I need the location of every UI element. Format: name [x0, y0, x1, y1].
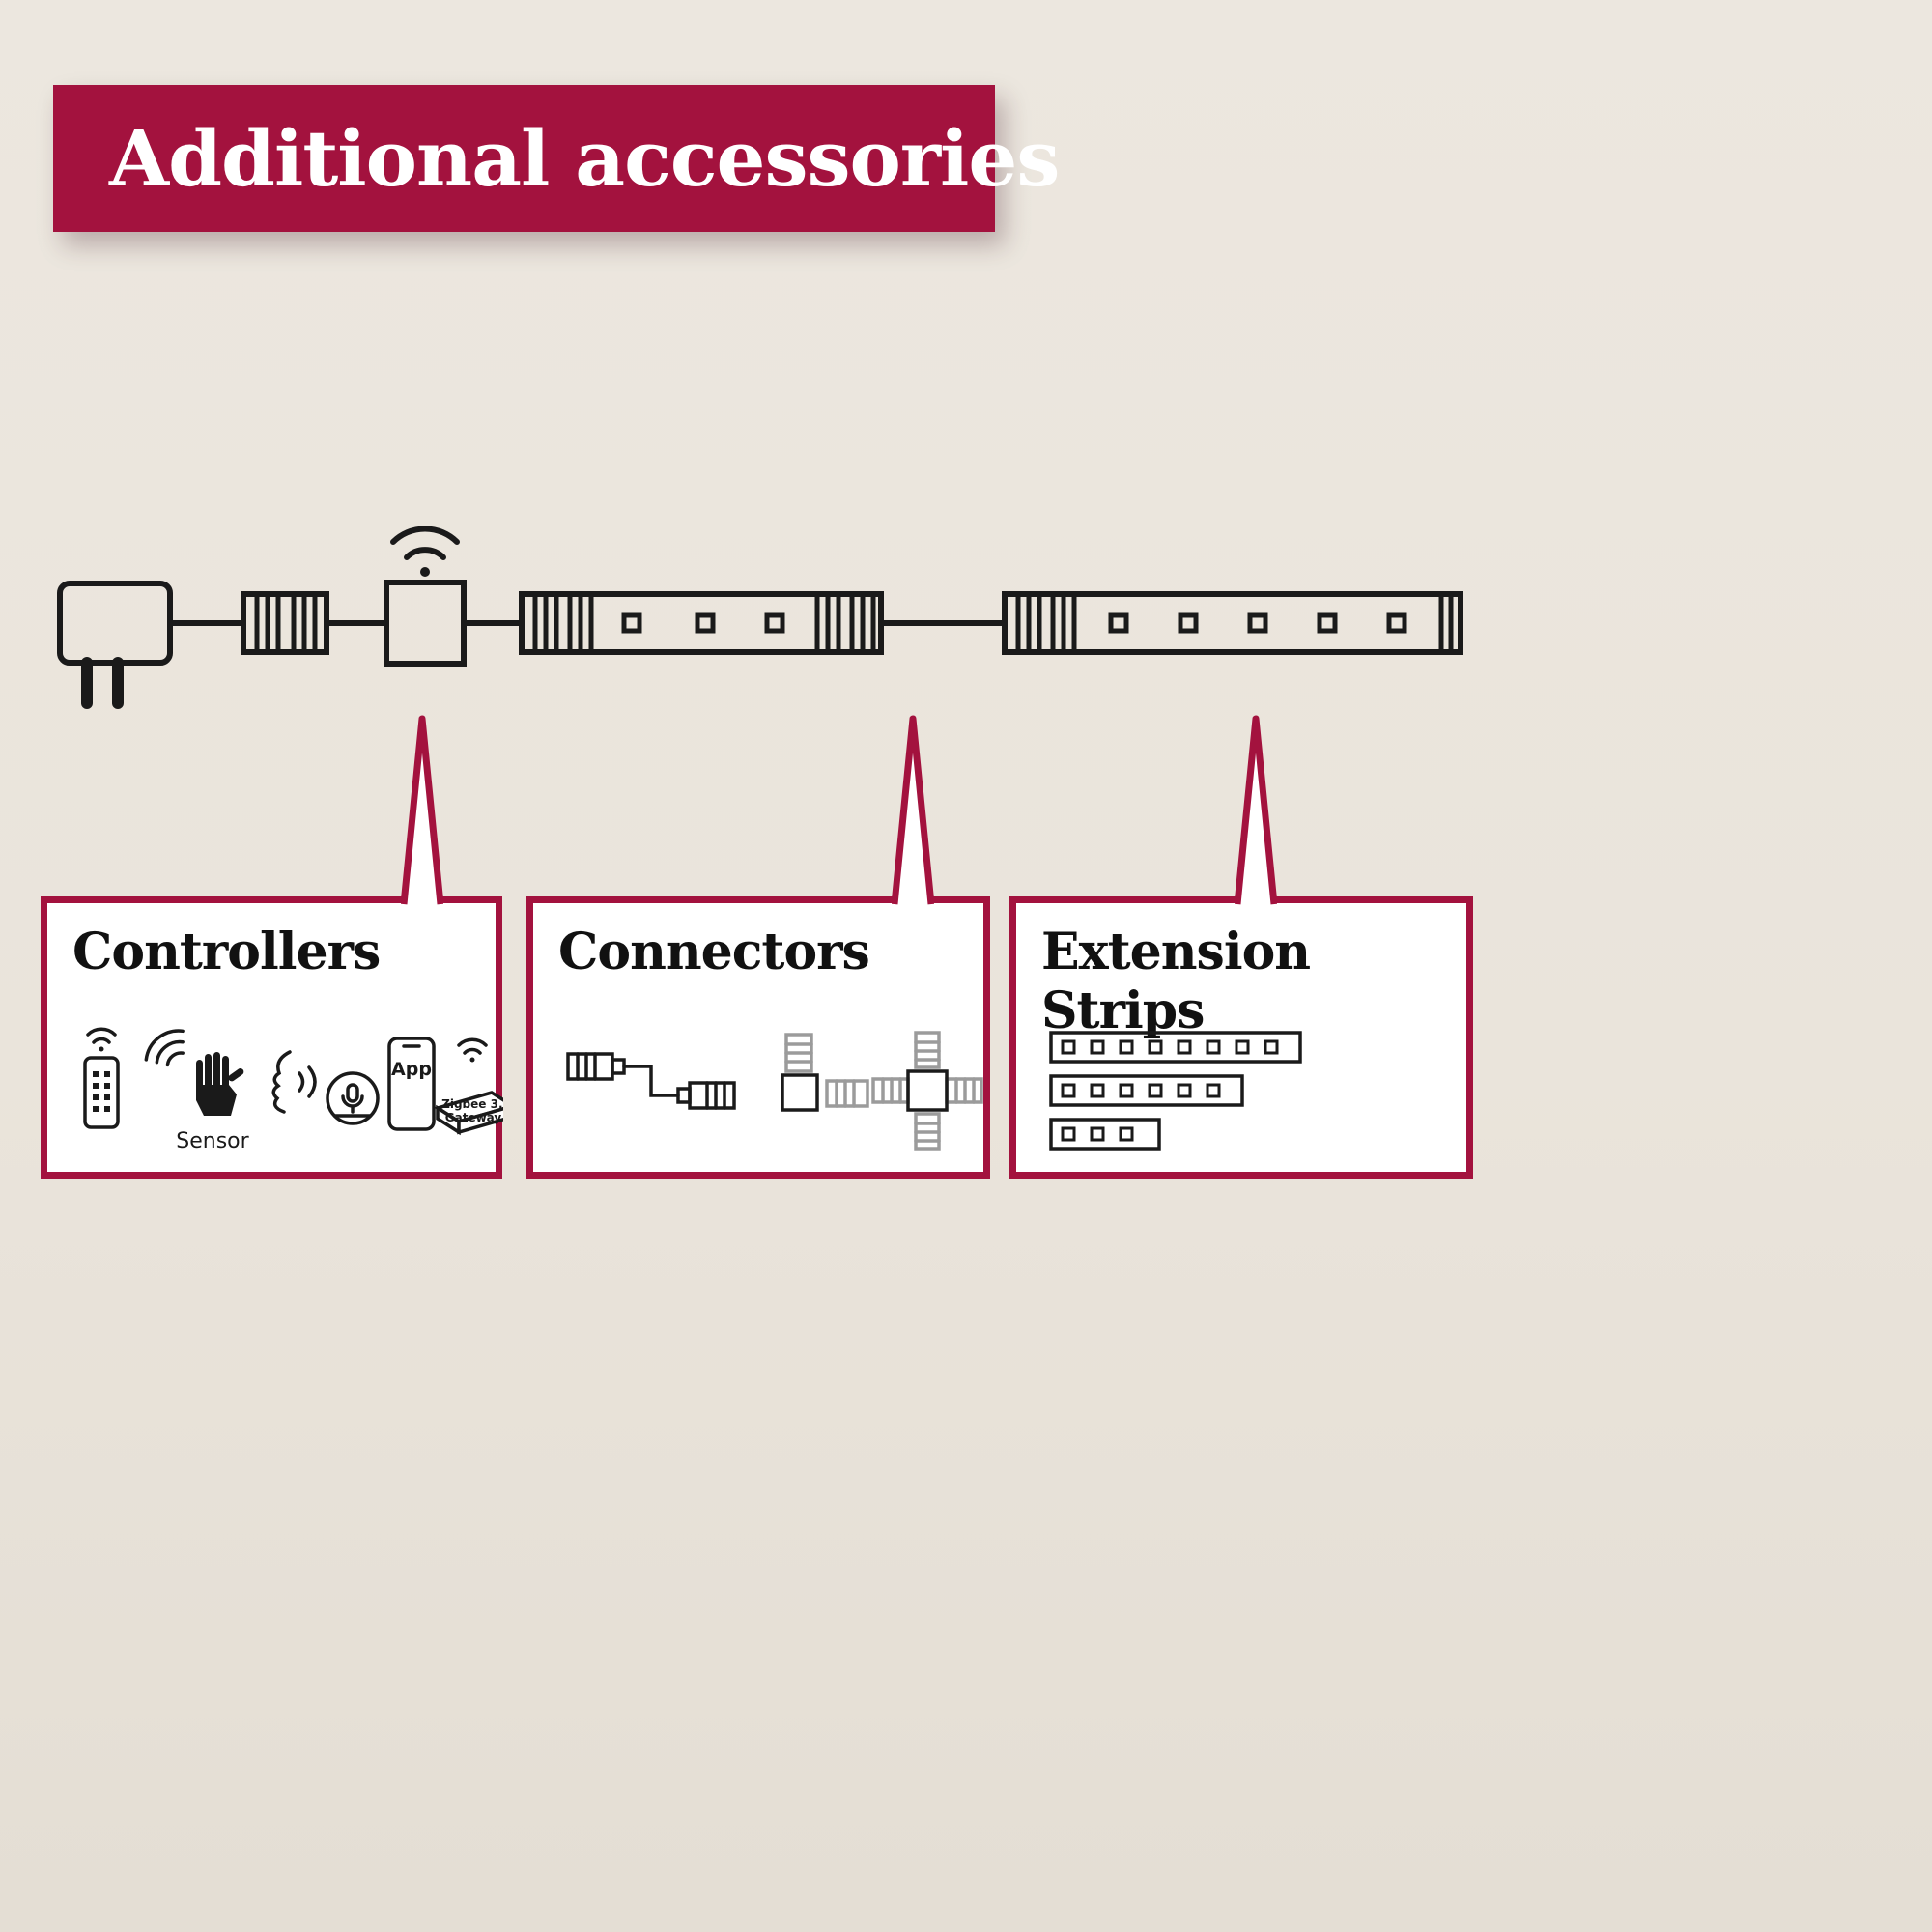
extension-strip-icon — [1049, 1074, 1244, 1107]
panel-controllers-title: Controllers — [72, 923, 381, 981]
callout-pointer — [892, 715, 934, 905]
hand-icon — [196, 1052, 244, 1116]
extension-strip-icon — [1049, 1031, 1302, 1064]
smart-speaker-icon — [326, 1071, 380, 1125]
panel-controllers: Controllers — [41, 896, 503, 1179]
banner: Additional accessories — [53, 85, 1060, 232]
voice-control-icon — [271, 1050, 380, 1125]
cross-connector-icon — [871, 1031, 983, 1151]
cable-connector-icon — [566, 1052, 736, 1110]
extension-strip-icon — [1049, 1118, 1161, 1151]
page-title: Additional accessories — [109, 113, 1060, 204]
panel-extension-strips-title: Extension Strips — [1041, 923, 1311, 1040]
remote-control-icon — [83, 1027, 120, 1129]
sensor-waves-icon — [144, 1029, 185, 1067]
callout-pointer — [401, 715, 443, 905]
callout-pointer — [1235, 715, 1277, 905]
led-strip-icon — [1002, 591, 1463, 655]
setup-diagram — [57, 526, 1463, 709]
extension-strips-icons — [1049, 1031, 1302, 1151]
sensor-label: Sensor — [176, 1129, 249, 1153]
wifi-icon — [457, 1037, 488, 1063]
gateway-label-line1: Zigbee 3.0 — [441, 1097, 503, 1111]
power-plug-icon — [57, 581, 173, 709]
corner-connector-icon — [781, 1033, 869, 1112]
motion-sensor-icon: Sensor — [144, 1029, 250, 1153]
app-label: App — [391, 1059, 432, 1080]
app-gateway-icon: App Zigbee 3.0 Gateway — [387, 1037, 503, 1136]
gateway-label-line2: Gateway — [445, 1111, 502, 1124]
strip-connector-icon — [241, 591, 329, 655]
wifi-controller-icon — [384, 526, 467, 667]
gateway-box-icon — [433, 1091, 503, 1136]
wifi-icon — [390, 526, 460, 577]
connectors-icons — [566, 1031, 983, 1151]
panel-connectors-title: Connectors — [558, 923, 870, 981]
panel-connectors: Connectors — [526, 896, 990, 1179]
panel-extension-strips: Extension Strips — [1009, 896, 1473, 1179]
led-strip-icon — [519, 591, 884, 655]
controllers-icons: Sensor App — [83, 1027, 503, 1153]
